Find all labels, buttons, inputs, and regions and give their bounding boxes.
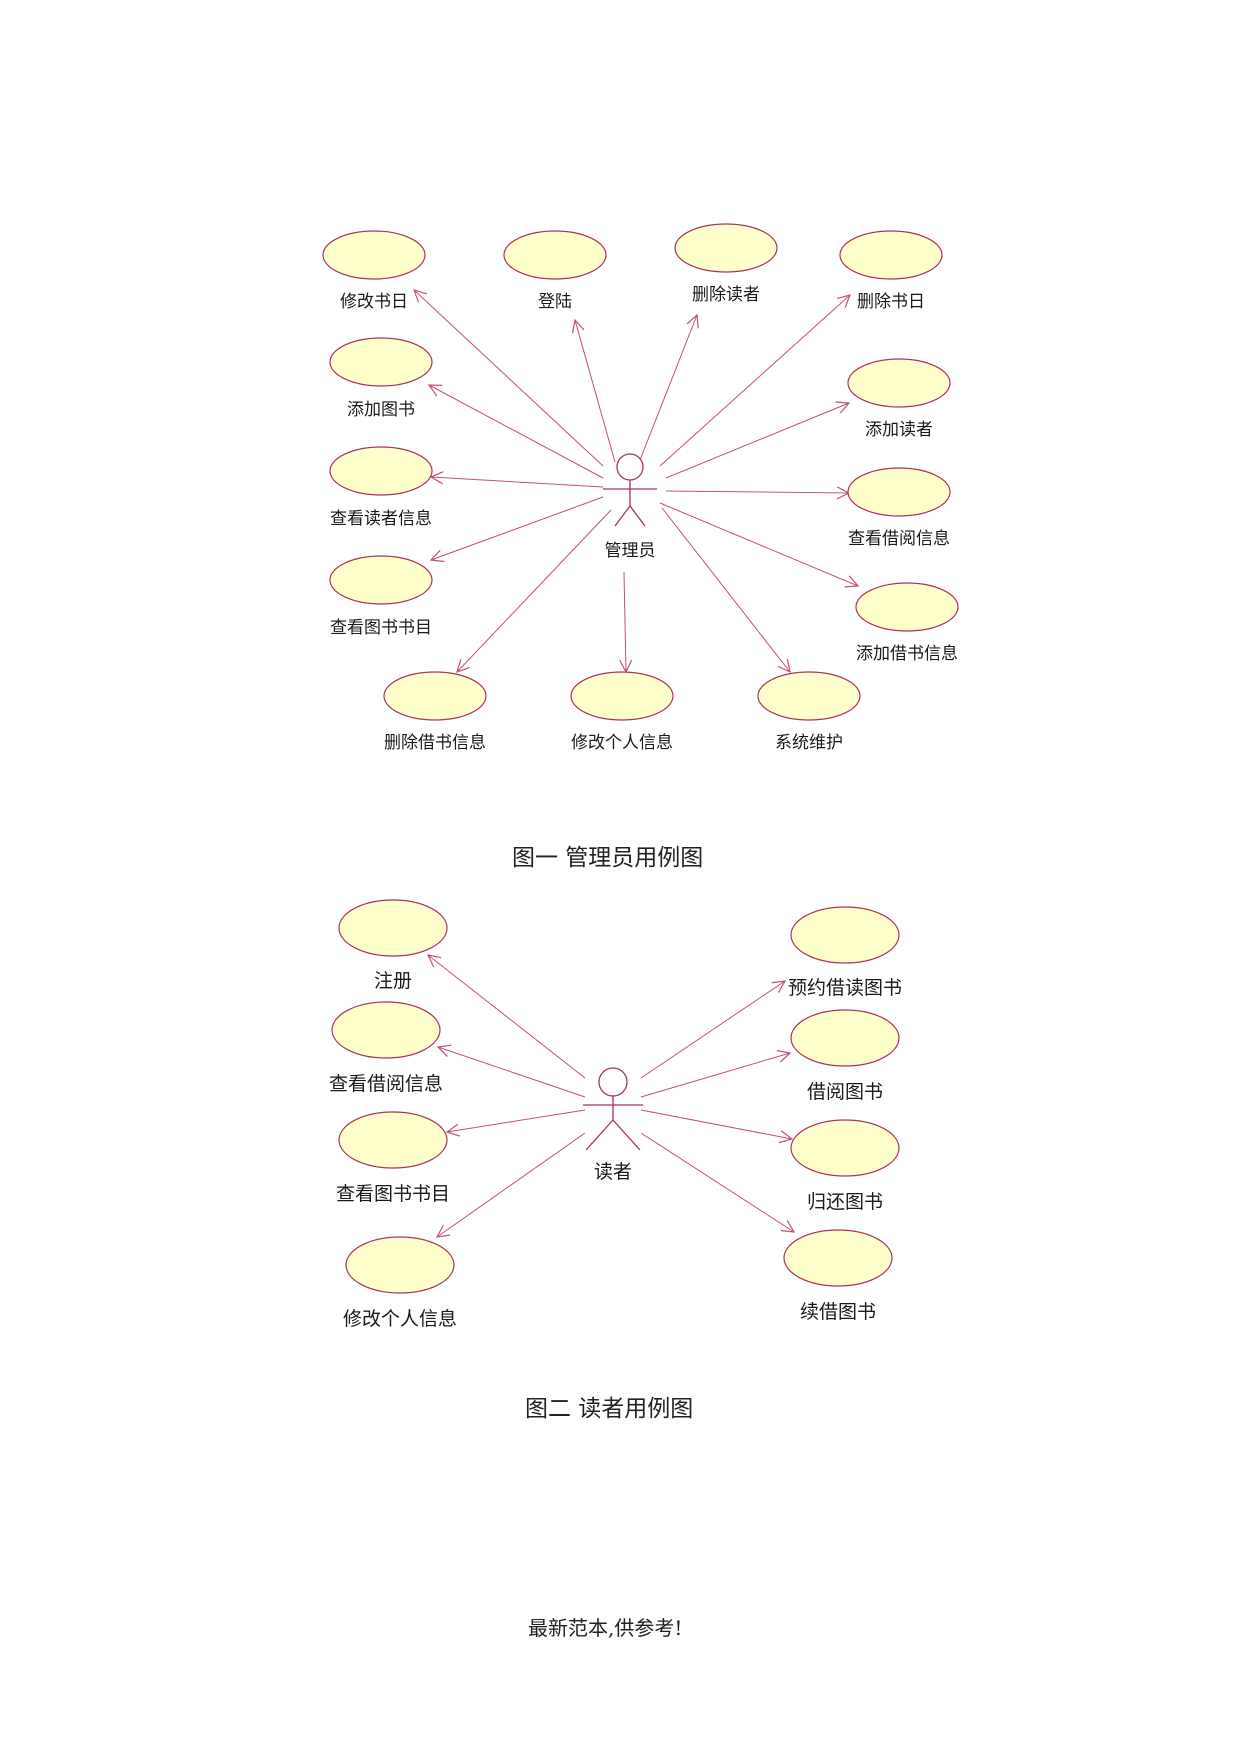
use-case-label: 注册 [374,970,412,992]
use-case-label: 修改书日 [340,292,408,312]
use-case-ellipse [790,1119,900,1177]
use-case-ellipse [345,1236,455,1294]
use-case-ellipse [329,446,433,496]
use-case-label: 借阅图书 [807,1081,883,1103]
association-arrow-11 [624,571,626,672]
association-arrow-5 [665,403,849,479]
diagram1-caption: 图一 管理员用例图 [512,845,704,871]
use-case-1: 查看借阅信息 [329,1001,443,1095]
use-case-label: 查看读者信息 [330,509,432,529]
use-case-6: 归还图书 [790,1119,900,1213]
association-arrow-3 [659,295,850,467]
use-case-0: 注册 [338,899,448,992]
use-case-label: 查看借阅信息 [329,1073,443,1095]
use-case-ellipse [503,230,607,280]
admin-use-case-diagram: 修改书日 登陆 删除读者 删除书日添加图书添加读者查看读者信息查看借阅信息查看图书书目… [322,223,959,753]
association-arrow-1 [575,320,616,463]
association-arrow-0 [414,290,604,467]
use-case-ellipse [847,358,951,408]
use-case-2: 查看图书书目 [336,1111,450,1205]
use-case-ellipse [839,230,943,280]
use-case-11: 修改个人信息 [570,671,674,753]
use-case-label: 登陆 [538,292,572,312]
use-case-0: 修改书日 [322,230,426,312]
use-case-label: 归还图书 [807,1191,883,1213]
association-arrow-10 [457,509,612,672]
use-case-ellipse [790,906,900,964]
use-case-3: 删除书日 [839,230,943,312]
use-case-12: 系统维护 [757,671,861,753]
diagram2-caption: 图二 读者用例图 [525,1396,694,1422]
use-case-ellipse [570,671,674,721]
use-case-ellipse [331,1001,441,1059]
use-case-2: 删除读者 [674,223,778,305]
use-case-1: 登陆 [503,230,607,312]
use-case-label: 系统维护 [775,733,843,753]
use-case-ellipse [783,1229,893,1287]
use-case-label: 添加读者 [865,420,933,440]
use-case-ellipse [855,582,959,632]
use-case-7: 续借图书 [783,1229,893,1323]
use-case-label: 查看图书书目 [330,618,432,638]
use-case-label: 添加图书 [347,400,415,420]
association-arrow-2 [447,1109,586,1132]
use-case-label: 删除借书信息 [384,733,486,753]
use-case-ellipse [338,1111,448,1169]
use-case-ellipse [847,467,951,517]
association-arrow-6 [431,477,604,488]
actor-label: 读者 [594,1161,632,1183]
use-case-label: 续借图书 [800,1301,876,1323]
association-arrow-7 [665,491,849,493]
use-case-9: 添加借书信息 [855,582,959,664]
use-case-4: 预约借读图书 [788,906,902,999]
use-case-ellipse [674,223,778,273]
association-arrow-8 [431,496,604,560]
association-arrow-9 [659,502,858,586]
footer-note: 最新范本,供参考! [528,1616,683,1640]
association-arrow-6 [640,1109,792,1139]
use-case-ellipse [338,899,448,957]
use-case-ellipse [322,230,426,280]
association-arrow-12 [661,507,790,672]
use-case-label: 删除书日 [857,292,925,312]
association-arrow-7 [640,1132,794,1232]
use-case-label: 查看借阅信息 [848,529,950,549]
use-case-ellipse [329,337,433,387]
use-case-6: 查看读者信息 [329,446,433,529]
use-case-5: 借阅图书 [790,1009,900,1103]
use-case-3: 修改个人信息 [343,1236,457,1330]
actor-stick-figure-2: 读者 [583,1067,643,1183]
use-case-label: 删除读者 [692,285,760,305]
use-case-label: 修改个人信息 [343,1308,457,1330]
association-arrow-4 [429,385,604,479]
actor-label: 管理员 [605,541,656,561]
use-case-label: 查看图书书目 [336,1183,450,1205]
association-arrow-1 [438,1047,586,1098]
use-case-ellipse [329,555,433,605]
association-arrow-2 [639,315,697,461]
association-arrow-4 [640,981,785,1079]
use-case-label: 修改个人信息 [571,733,673,753]
use-case-ellipse [790,1009,900,1067]
use-case-ellipse [383,671,487,721]
association-arrow-3 [437,1132,586,1237]
use-case-ellipse [757,671,861,721]
use-case-label: 预约借读图书 [788,977,902,999]
use-case-8: 查看图书书目 [329,555,433,638]
use-case-10: 删除借书信息 [383,671,487,753]
use-case-4: 添加图书 [329,337,433,420]
use-case-5: 添加读者 [847,358,951,440]
association-arrow-0 [428,955,586,1079]
actor-stick-figure-1: 管理员 [603,453,657,561]
use-case-label: 添加借书信息 [856,644,958,664]
use-case-7: 查看借阅信息 [847,467,951,549]
association-arrow-5 [640,1053,790,1098]
